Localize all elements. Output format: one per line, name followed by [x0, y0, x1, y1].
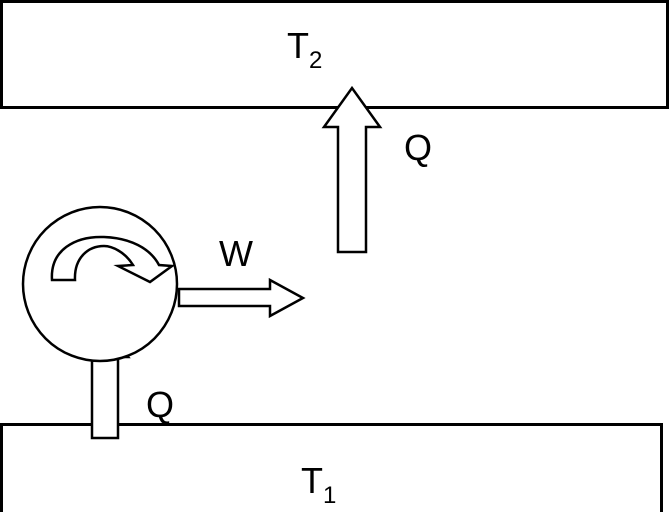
heat-in-label: Q	[146, 384, 174, 425]
heat-out-arrow	[321, 85, 383, 254]
hot-reservoir-label: T2	[287, 25, 322, 74]
engine-circle	[21, 205, 179, 363]
rotation-arrow-icon	[50, 235, 176, 284]
heat-out-label: Q	[404, 127, 432, 168]
work-arrow	[177, 277, 306, 319]
cold-reservoir	[0, 423, 663, 512]
work-label: W	[219, 233, 253, 274]
cold-reservoir-label: T1	[301, 460, 336, 509]
hot-reservoir	[0, 0, 669, 109]
